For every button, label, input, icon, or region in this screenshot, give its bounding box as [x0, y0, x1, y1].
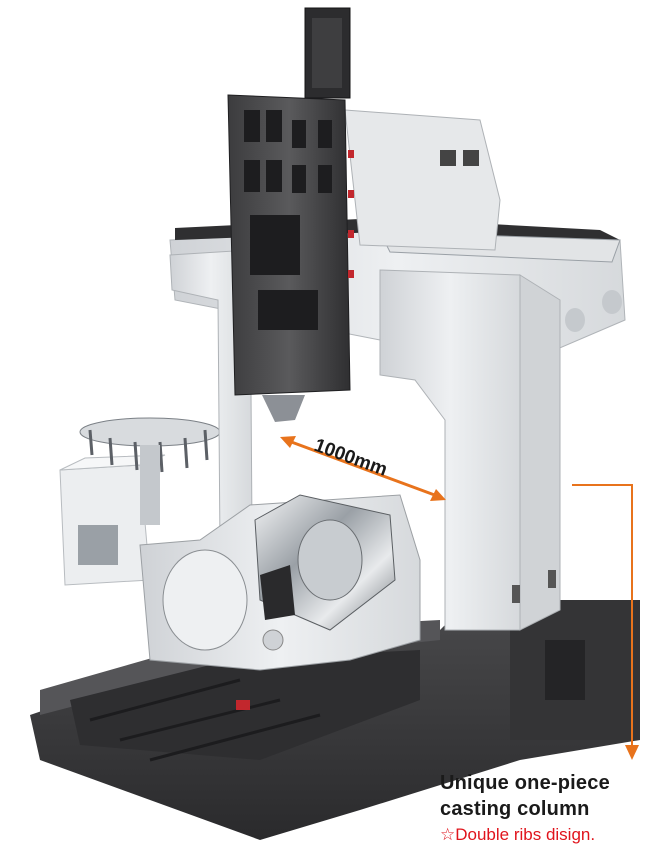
saddle [344, 109, 501, 251]
rotary-table [139, 494, 421, 710]
caption-block: Unique one-piece casting column ☆Double … [440, 770, 655, 848]
callout-leader [572, 484, 639, 760]
casting-column [379, 269, 561, 631]
caption-title-line1: Unique one-piece [440, 772, 610, 794]
dimension-arrow [280, 436, 446, 501]
dimension-label: 1000mm [311, 435, 390, 481]
caption-title-line2: casting column [440, 798, 590, 820]
caption-feature-note: ☆Double ribs disign. [440, 825, 596, 844]
spindle-head [227, 7, 354, 422]
